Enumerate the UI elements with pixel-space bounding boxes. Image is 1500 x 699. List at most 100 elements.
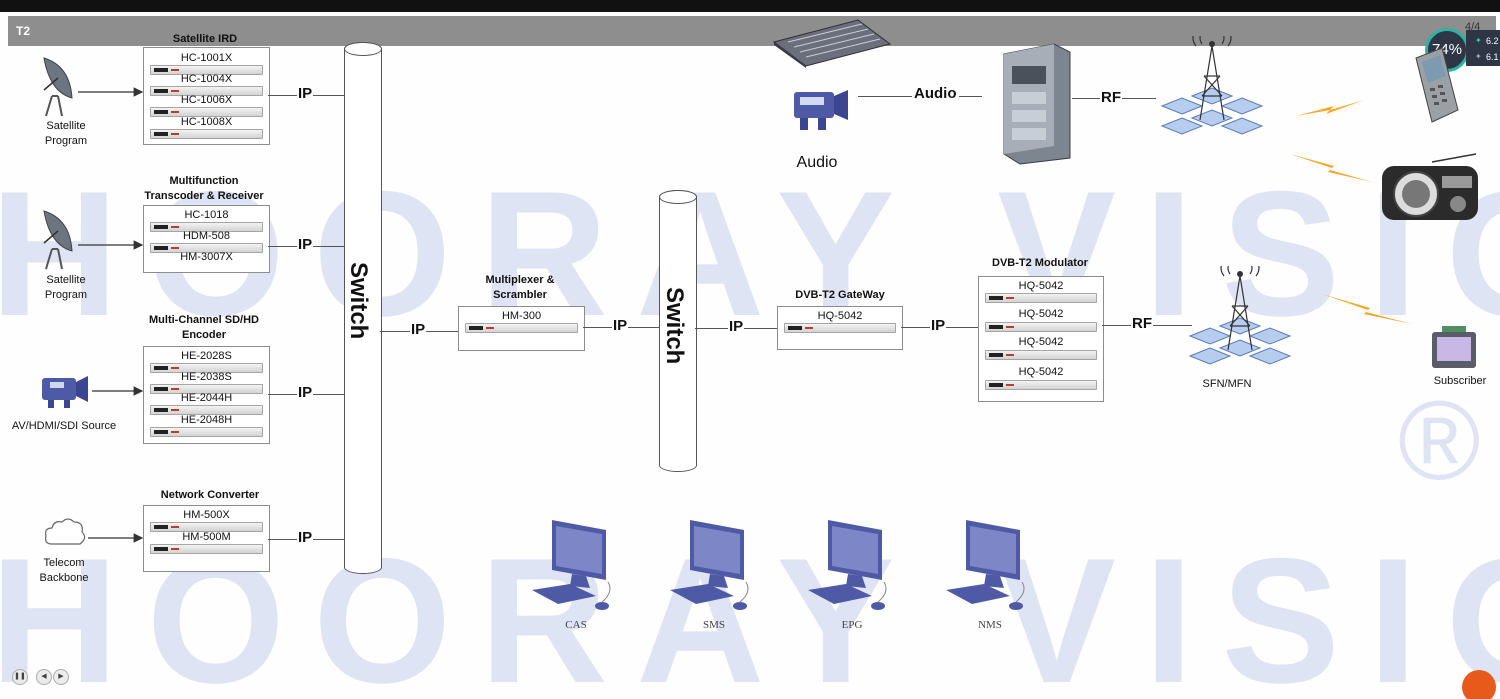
rack-unit [150,86,263,96]
computer-icon [946,520,1025,610]
rack-unit [784,323,896,333]
device-label: HC-1018 [184,209,229,221]
tower-icon [1188,266,1292,365]
rack-unit [150,243,263,253]
watermark-registered-mark: ® [1398,378,1481,503]
rack-unit [150,222,263,232]
computer-icon [670,520,749,610]
stats-panel: 6.2 6.1 ✦ ✦ [1466,30,1500,66]
modulator-title: DVB-T2 Modulator [992,257,1088,269]
rack-unit [150,384,263,394]
tower-icon [1160,36,1264,135]
device-label: HE-2038S [181,371,232,383]
device-label: HC-1008X [180,116,233,128]
satellite-program-2-label: Satellite Program [44,274,88,301]
transcoder-title: Multifunction Transcoder & Receiver [144,175,264,202]
encoder-box: HE-2028S HE-2038S HE-2044H HE-2048H [143,346,270,444]
switch-2-label: Switch [661,287,688,365]
ip-label: IP [297,85,314,102]
stat-up: 6.2 [1486,36,1499,46]
pc-label-cas: CAS [565,619,587,631]
satellite-dish-icon [43,210,73,270]
device-label: HQ-5042 [1018,336,1064,348]
cylinder-cap [659,190,697,204]
next-slide-button[interactable]: ▶ [53,669,69,685]
rack-unit [150,427,263,437]
ip-label: IP [297,384,314,401]
slide-title-bar: T2 [8,16,1496,46]
encoder-title: Multi-Channel SD/HD Encoder [149,314,259,341]
pc-label-sms: SMS [702,619,726,631]
arrow-down-icon: ✦ [1475,52,1482,61]
cloud-icon [45,518,86,545]
rack-unit [150,363,263,373]
cylinder-cap [344,42,382,56]
satellite-program-1-label: Satellite Program [44,120,88,147]
audio-link-label: Audio [912,85,959,102]
sfn-mfn-label: SFN/MFN [1202,378,1252,390]
ip-label: IP [297,236,314,253]
camera-icon [794,90,848,130]
device-label: HM-500X [183,509,230,521]
ip-label: IP [410,321,427,338]
device-label: HM-500M [182,531,231,543]
device-label: HC-1004X [180,73,233,85]
corner-action-button[interactable] [1462,670,1496,699]
pc-label-nms: NMS [978,619,1002,631]
rack-unit [985,322,1097,332]
device-label: HDM-508 [182,230,231,242]
device-label: HC-1001X [180,52,233,64]
pc-label-epg: EPG [841,619,863,631]
device-label: HE-2028S [181,350,232,362]
ip-label: IP [612,317,629,334]
transcoder-box: HC-1018 HDM-508 HM-3007X [143,205,270,273]
rack-unit [150,129,263,139]
switch-cylinder-2 [659,190,697,472]
rack-unit [150,544,263,554]
device-label: HE-2048H [180,414,233,426]
camera-icon [42,376,88,408]
device-label: HM-3007X [180,251,233,263]
phone-icon [1415,47,1459,123]
device-label: HQ-5042 [1018,366,1064,378]
audio-source-label: Audio [796,154,838,171]
tv-icon [1432,326,1476,368]
lightning-icon [1290,154,1372,182]
mux-title: Multiplexer & Scrambler [485,274,555,301]
window-top-strip [0,0,1500,12]
lightning-icon [1322,294,1412,324]
satellite-dish-icon [43,57,73,117]
rack-unit [985,293,1097,303]
computer-icon [532,520,611,610]
rack-unit [150,65,263,75]
arrow-up-icon: ✦ [1475,36,1482,45]
ip-label: IP [930,317,947,334]
stat-down: 6.1 [1486,52,1499,62]
lightning-icon [1296,100,1364,116]
network-converter-box: HM-500X HM-500M [143,505,270,572]
rack-unit [150,522,263,532]
pause-button[interactable]: ❚❚ [12,669,28,685]
rack-unit [150,405,263,415]
transmitter-icon [1003,43,1071,165]
av-source-label: AV/HDMI/SDI Source [11,420,117,432]
rack-unit [150,107,263,117]
rf-label: RF [1131,315,1153,332]
gateway-box: HQ-5042 [777,306,903,350]
telecom-backbone-label: Telecom Backbone [39,557,89,584]
device-label: HQ-5042 [817,310,863,322]
radio-icon [1382,153,1478,220]
satellite-ird-title: Satellite IRD [172,33,238,45]
ip-label: IP [297,529,314,546]
computer-icon [808,520,887,610]
mux-box: HM-300 [458,306,585,351]
mixer-icon [772,19,892,68]
rack-unit [985,350,1097,360]
ip-label: IP [728,318,745,335]
gateway-title: DVB-T2 GateWay [795,289,885,301]
modulator-box: HQ-5042 HQ-5042 HQ-5042 HQ-5042 [978,276,1104,402]
prev-slide-button[interactable]: ◀ [36,669,52,685]
device-label: HQ-5042 [1018,280,1064,292]
device-label: HC-1006X [180,94,233,106]
